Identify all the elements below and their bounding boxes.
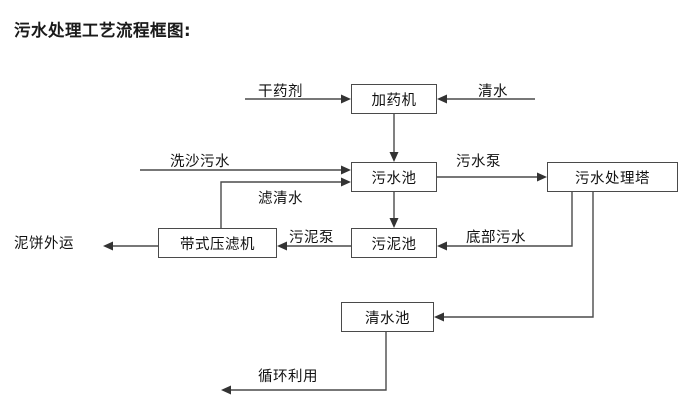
connector-sand-wash-sewage: [140, 165, 351, 175]
connector-mud-cake-out: [103, 241, 158, 251]
connector-sludge-pump: [277, 241, 351, 251]
connector-recycle-reuse: [221, 332, 387, 395]
node-treatment-tower[interactable]: 污水处理塔: [547, 162, 678, 192]
edge-label-dry-reagent: 干药剂: [258, 84, 303, 100]
page-title: 污水处理工艺流程框图:: [14, 21, 192, 40]
node-label: 污水池: [371, 170, 417, 187]
node-dosing-machine[interactable]: 加药机: [351, 84, 437, 114]
edge-label-filtrate-water: 滤清水: [258, 191, 303, 207]
node-sewage-pool[interactable]: 污水池: [351, 162, 437, 192]
connector-filtrate-water: [220, 177, 351, 228]
node-belt-filter-press[interactable]: 带式压滤机: [158, 228, 277, 258]
terminal-label-mud-cake-out: 泥饼外运: [14, 236, 74, 252]
node-label: 污水处理塔: [575, 170, 650, 187]
node-label: 清水池: [365, 310, 410, 327]
node-label: 加药机: [371, 92, 417, 109]
edge-label-clean-water-in: 清水: [478, 84, 508, 100]
edge-label-sludge-pump: 污泥泵: [289, 230, 334, 246]
node-clean-water-pool[interactable]: 清水池: [341, 302, 434, 332]
edge-label-sand-wash-sewage: 洗沙污水: [170, 154, 230, 170]
connector-sewage-pump: [437, 172, 547, 182]
node-sludge-pool[interactable]: 污泥池: [351, 228, 437, 258]
edge-label-sewage-pump: 污水泵: [456, 154, 501, 170]
connector-dry-reagent: [245, 94, 351, 104]
edge-label-bottom-sewage: 底部污水: [466, 230, 526, 246]
node-label: 污泥池: [371, 236, 417, 253]
connector-bottom-sewage: [437, 192, 573, 251]
connector-clean-water-in: [437, 94, 535, 104]
connector-sewage-to-sludge: [389, 192, 399, 228]
edge-label-recycle-reuse: 循环利用: [258, 369, 318, 385]
connector-tower-to-clean-water: [434, 192, 594, 322]
connector-dosing-to-sewage: [389, 114, 399, 162]
node-label: 带式压滤机: [180, 236, 255, 253]
